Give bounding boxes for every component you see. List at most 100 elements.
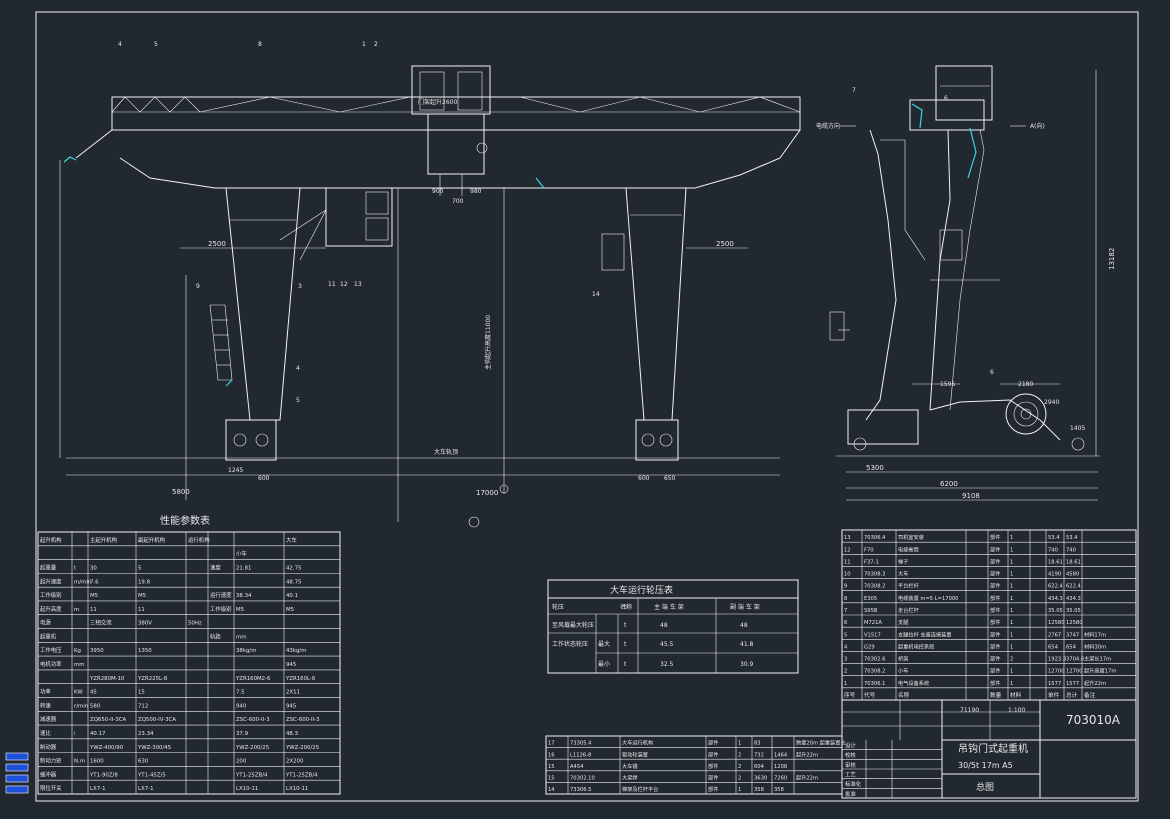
parts-cell: 起升22m <box>1084 679 1106 687</box>
layer-legend <box>5 752 29 794</box>
hook-block <box>427 113 485 175</box>
side-bottom-c: 9108 <box>962 492 980 500</box>
perf-cell: 200 <box>236 759 247 765</box>
parts-cell: 司机室安装 <box>898 533 924 541</box>
parts-header: 总计 <box>1066 691 1078 699</box>
perf-cell: 减速器 <box>40 715 57 723</box>
callout-2: 2 <box>374 41 378 48</box>
title-left-cell: 73306.5 <box>570 787 591 793</box>
side-trolley <box>935 65 993 121</box>
perf-cell: 运行速度 <box>210 591 232 599</box>
parts-cell: 12580 <box>1048 620 1065 626</box>
parts-cell: 53.4 <box>1066 535 1078 541</box>
parts-cell: 2 <box>844 669 847 675</box>
parts-header: 数量 <box>990 691 1002 699</box>
trolley-width-3: 980 <box>470 188 482 195</box>
perf-cell: 三相交流 <box>90 619 112 627</box>
parts-cell: 434.3 <box>1048 596 1063 602</box>
callout-1: 1 <box>362 41 366 48</box>
title-left-cell: 大车运行机构 <box>622 739 653 747</box>
title-left-cell: 358 <box>774 787 784 793</box>
perf-cell: 起升速度 <box>40 577 62 585</box>
perf-cell: 15 <box>138 690 145 696</box>
left-bogie <box>225 419 277 461</box>
title-left-cell: 梯架及栏杆平台 <box>622 785 658 793</box>
operator-cab <box>325 187 393 247</box>
title-left-cell: 358 <box>754 787 764 793</box>
callout-13: 13 <box>354 281 362 288</box>
perf-cell: i <box>74 731 76 737</box>
parts-cell: 35.05 <box>1048 608 1063 614</box>
parts-cell: 5 <box>844 632 847 638</box>
parts-cell: 1 <box>1010 681 1013 687</box>
parts-cell: 平台栏杆 <box>898 582 919 590</box>
callout-3: 3 <box>298 283 302 290</box>
parts-cell: 1 <box>1010 559 1013 565</box>
wheel-dim-d: 650 <box>664 475 676 482</box>
parts-cell: 小车 <box>898 667 908 675</box>
wheel-dim-e: 1405 <box>1070 425 1085 432</box>
drawing-spec: 30/5t 17m A5 <box>958 761 1013 770</box>
perf-cell: M5 <box>138 593 146 599</box>
parts-cell: 1577 <box>1048 681 1061 687</box>
perf-cell: 大车 <box>286 536 297 544</box>
parts-cell: 1 <box>1010 535 1013 541</box>
title-block <box>545 699 1137 799</box>
parts-cell: F37-1 <box>864 559 879 565</box>
parts-cell: 1 <box>1010 572 1013 578</box>
perf-cell: ZSC-600-II-3 <box>286 717 320 723</box>
perf-cell: 19.8 <box>138 579 151 585</box>
load-cell: 48 <box>660 622 668 629</box>
perf-cell: mm <box>74 662 85 668</box>
load-cell: 45.5 <box>660 641 674 648</box>
perf-cell: M5 <box>90 593 98 599</box>
parts-cell: 1 <box>1010 632 1013 638</box>
wheel-dim-b: 600 <box>258 475 270 482</box>
load-cell: 30.9 <box>740 661 754 668</box>
load-cell: t <box>624 641 627 648</box>
right-leg <box>625 187 687 421</box>
perf-cell: 制动力矩 <box>40 757 62 765</box>
perf-cell: ZSC-600-II-3 <box>236 717 270 723</box>
right-bogie <box>635 419 679 461</box>
front-view <box>59 65 801 528</box>
perf-cell: mm <box>236 634 247 640</box>
perf-cell: 电源 <box>40 619 51 627</box>
parts-cell: G29 <box>864 644 875 650</box>
perf-cell: YT1-25ZB/4 <box>285 772 318 778</box>
perf-cell: 电机功率 <box>40 660 62 668</box>
side-height-dim: 13182 <box>1108 248 1116 270</box>
parts-cell: 4 <box>844 644 848 650</box>
parts-cell: 1 <box>1010 547 1013 553</box>
ground-label: 大车轨顶 <box>434 448 458 456</box>
parts-cell: 12 <box>844 547 851 553</box>
drawing-mass: 71190 <box>960 707 979 714</box>
parts-cell: 10 <box>844 572 851 578</box>
title-left-cell: A454 <box>570 764 584 770</box>
perf-cell: 制动器 <box>40 743 57 751</box>
perf-cell: YT1-25ZB/4 <box>235 772 268 778</box>
parts-cell: 70308.3 <box>864 572 885 578</box>
parts-cell: 3 <box>844 657 847 663</box>
load-header: 主 端 车 架 <box>654 603 684 611</box>
title-left-cell: 2 <box>738 776 741 782</box>
perf-cell: 速比 <box>40 729 51 737</box>
perf-cell: m <box>74 607 79 613</box>
performance-table <box>37 531 341 795</box>
parts-cell: 起重机电控系统 <box>898 642 934 650</box>
title-left-cell: 部件 <box>708 785 718 793</box>
perf-cell: YT1-45Z/5 <box>137 772 166 778</box>
title-left-cell: 驱动轮装置 <box>622 750 648 758</box>
parts-cell: 654 <box>1048 644 1059 650</box>
parts-cell: 主梁长17m <box>1084 655 1111 663</box>
parts-cell: 622.4 <box>1066 584 1082 590</box>
parts-cell: 11 <box>844 559 851 565</box>
perf-cell: 起升机构 <box>40 536 62 544</box>
perf-cell: 37.9 <box>236 731 249 737</box>
callout-4: 4 <box>118 41 122 48</box>
perf-cell: 1600 <box>90 759 104 765</box>
parts-cell: 3704.6 <box>1066 657 1084 663</box>
title-left-cell: 15 <box>548 764 555 770</box>
parts-cell: 13 <box>844 535 851 541</box>
title-left-cell: 7260 <box>774 776 787 782</box>
